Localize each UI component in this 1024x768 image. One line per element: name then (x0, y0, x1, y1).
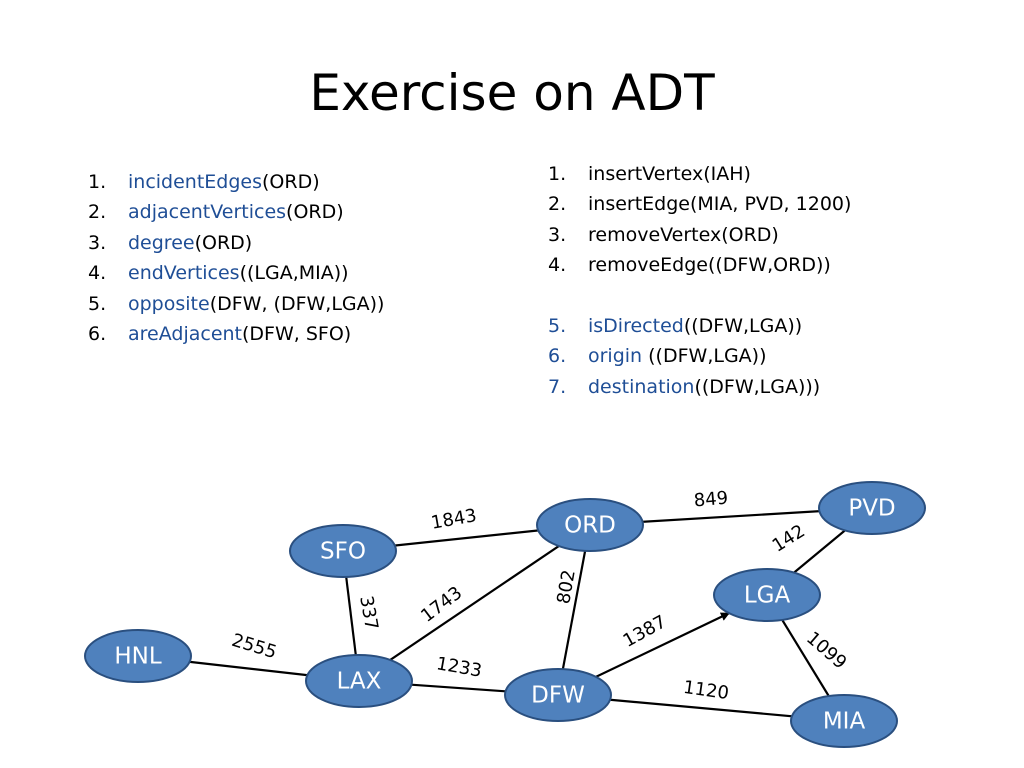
method-args: ((DFW,LGA))) (694, 375, 821, 398)
vertex-label: LGA (744, 583, 791, 609)
method-name: adjacentVertices (128, 201, 287, 224)
vertex-shape (790, 694, 898, 748)
item-number: 6. (548, 345, 567, 368)
list-item: 3. degree(ORD) (88, 228, 384, 258)
vertex-hnl: HNL (84, 629, 192, 683)
edge-weight-label: 2555 (229, 630, 279, 663)
method-name: areAdjacent (128, 323, 242, 346)
vertex-sfo: SFO (289, 524, 397, 578)
method-name: opposite (128, 292, 210, 315)
item-number: 5. (88, 292, 107, 315)
list-item: 6. areAdjacent(DFW, SFO) (88, 319, 384, 349)
method-args: (DFW, SFO) (242, 323, 352, 346)
vertex-pvd: PVD (818, 481, 926, 535)
method-call: insertEdge(MIA, PVD, 1200) (588, 193, 852, 216)
vertex-ord: ORD (536, 498, 644, 552)
list-item: 4. removeEdge((DFW,ORD)) (548, 250, 851, 280)
edge-weight-label: 142 (769, 521, 809, 557)
list-item: 7. destination((DFW,LGA))) (548, 372, 851, 402)
method-call: removeVertex(ORD) (588, 223, 779, 246)
method-name: degree (128, 231, 195, 254)
slide-title: Exercise on ADT (309, 64, 715, 122)
item-number: 4. (88, 262, 107, 285)
vertex-mia: MIA (790, 694, 898, 748)
vertex-label: LAX (337, 669, 382, 695)
edge-weight-label: 1120 (682, 677, 730, 704)
edge-weight-label: 1743 (417, 582, 466, 626)
vertex-shape (536, 498, 644, 552)
vertex-label: MIA (823, 709, 866, 735)
method-name: incidentEdges (128, 171, 263, 193)
vertex-shape (289, 524, 397, 578)
method-name: isDirected (588, 315, 684, 338)
item-number: 2. (548, 193, 567, 216)
method-args: (ORD) (262, 171, 320, 193)
method-args: ((LGA,MIA)) (239, 262, 349, 285)
item-number: 1. (548, 163, 567, 185)
vertex-shape (84, 629, 192, 683)
list-item: 5. isDirected((DFW,LGA)) (548, 311, 851, 341)
method-name: endVertices (128, 262, 240, 285)
edge-ord-dfw (556, 524, 592, 696)
vertex-shape (305, 654, 413, 708)
method-args: ((DFW,LGA)) (683, 315, 803, 338)
list-item: 1. incidentEdges(ORD) (88, 167, 384, 197)
method-args: (DFW, (DFW,LGA)) (209, 292, 385, 315)
item-number: 3. (88, 231, 107, 254)
edge-weight-label: 337 (355, 594, 382, 631)
item-number: 1. (88, 171, 107, 193)
edge-weight-label: 1843 (430, 505, 479, 534)
query-operations-list: 1. incidentEdges(ORD) 2. adjacentVertice… (88, 167, 384, 349)
item-number: 6. (88, 323, 107, 346)
item-number: 5. (548, 315, 567, 338)
vertex-label: SFO (320, 539, 366, 565)
list-item: 6. origin ((DFW,LGA)) (548, 341, 851, 371)
list-item: 1. insertVertex(IAH) (548, 159, 851, 189)
edge-lax-ord (358, 524, 591, 682)
method-call: insertVertex(IAH) (588, 163, 751, 185)
update-operations-list: 1. insertVertex(IAH) 2. insertEdge(MIA, … (548, 159, 851, 402)
vertex-dfw: DFW (504, 668, 612, 722)
item-number: 3. (548, 223, 567, 246)
item-number: 7. (548, 375, 567, 398)
vertex-label: PVD (848, 496, 895, 522)
edge-weight-label: 849 (693, 488, 729, 512)
item-number: 2. (88, 201, 107, 224)
list-item: 2. insertEdge(MIA, PVD, 1200) (548, 189, 851, 219)
vertex-shape (504, 668, 612, 722)
edge-weight-label: 1099 (802, 628, 850, 674)
method-name: destination (588, 375, 695, 398)
list-item: 3. removeVertex(ORD) (548, 220, 851, 250)
method-call: removeEdge((DFW,ORD)) (588, 254, 831, 277)
vertex-label: DFW (531, 683, 585, 709)
vertex-shape (818, 481, 926, 535)
method-args: ((DFW,LGA)) (642, 345, 767, 368)
list-item: 4. endVertices((LGA,MIA)) (88, 258, 384, 288)
list-item: 5. opposite(DFW, (DFW,LGA)) (88, 289, 384, 319)
method-args: (ORD) (286, 201, 344, 224)
method-name: origin (588, 345, 643, 368)
vertex-label: HNL (114, 644, 162, 670)
list-item: 2. adjacentVertices(ORD) (88, 197, 384, 227)
vertex-shape (713, 568, 821, 622)
edge-weight-label: 1233 (435, 653, 484, 682)
item-number: 4. (548, 254, 567, 277)
vertex-lax: LAX (305, 654, 413, 708)
method-args: (ORD) (194, 231, 253, 254)
vertex-label: ORD (564, 513, 616, 539)
vertex-lga: LGA (713, 568, 821, 622)
